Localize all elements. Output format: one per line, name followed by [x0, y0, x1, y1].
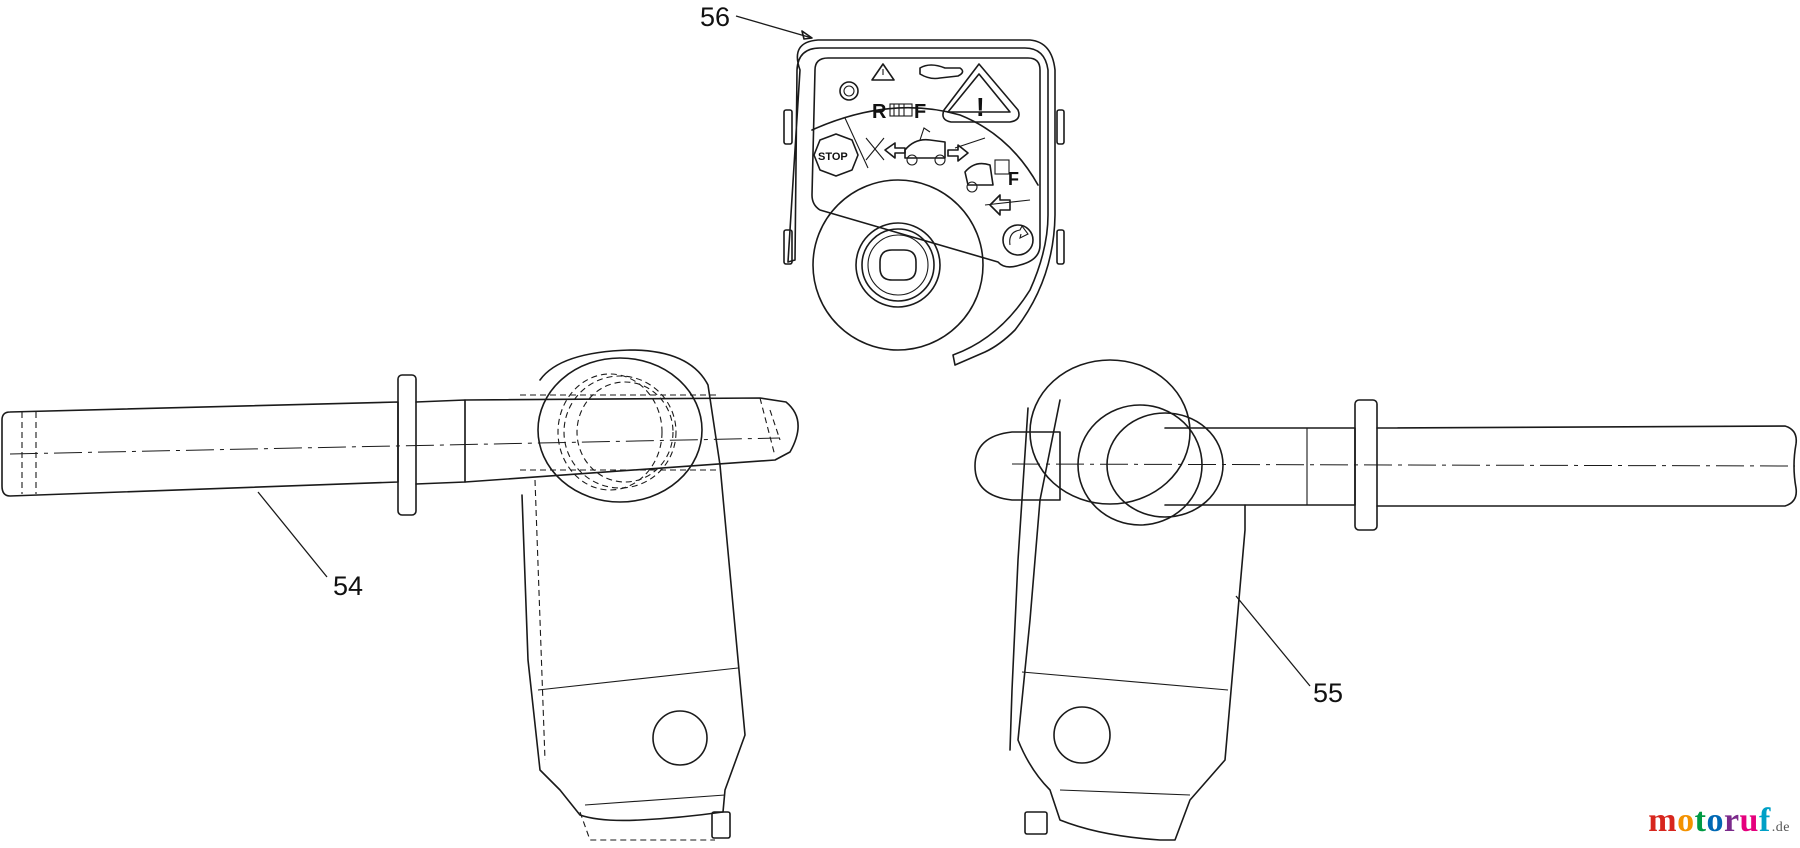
forward-label-2: F: [1008, 169, 1019, 189]
brand-letter: u: [1739, 802, 1759, 839]
safety-switch-part-56: ! R F STOP F: [783, 39, 1065, 366]
brand-tld: .de: [1771, 820, 1790, 835]
brand-letter: o: [1677, 802, 1695, 839]
brand-letter: o: [1706, 802, 1724, 839]
callout-56: 56: [700, 2, 813, 40]
warning-mark: !: [976, 92, 985, 122]
callout-label-54: 54: [333, 571, 363, 601]
brand-name: motoruf: [1648, 802, 1771, 839]
callout-54: 54: [257, 491, 363, 601]
brand-watermark: motoruf.de: [1648, 802, 1790, 840]
pedal-shaft-part-54: [1, 349, 799, 841]
callout-55: 55: [1235, 595, 1343, 708]
callout-label-56: 56: [700, 2, 730, 32]
brand-letter: r: [1723, 802, 1740, 839]
forward-label: F: [914, 101, 926, 123]
reverse-label: R: [872, 101, 887, 123]
brand-letter: f: [1758, 802, 1771, 839]
brand-letter: t: [1694, 802, 1707, 839]
callout-label-55: 55: [1313, 678, 1343, 708]
brand-letter: m: [1648, 802, 1678, 839]
pedal-shaft-part-55: [974, 359, 1798, 841]
stop-label: STOP: [818, 151, 848, 163]
